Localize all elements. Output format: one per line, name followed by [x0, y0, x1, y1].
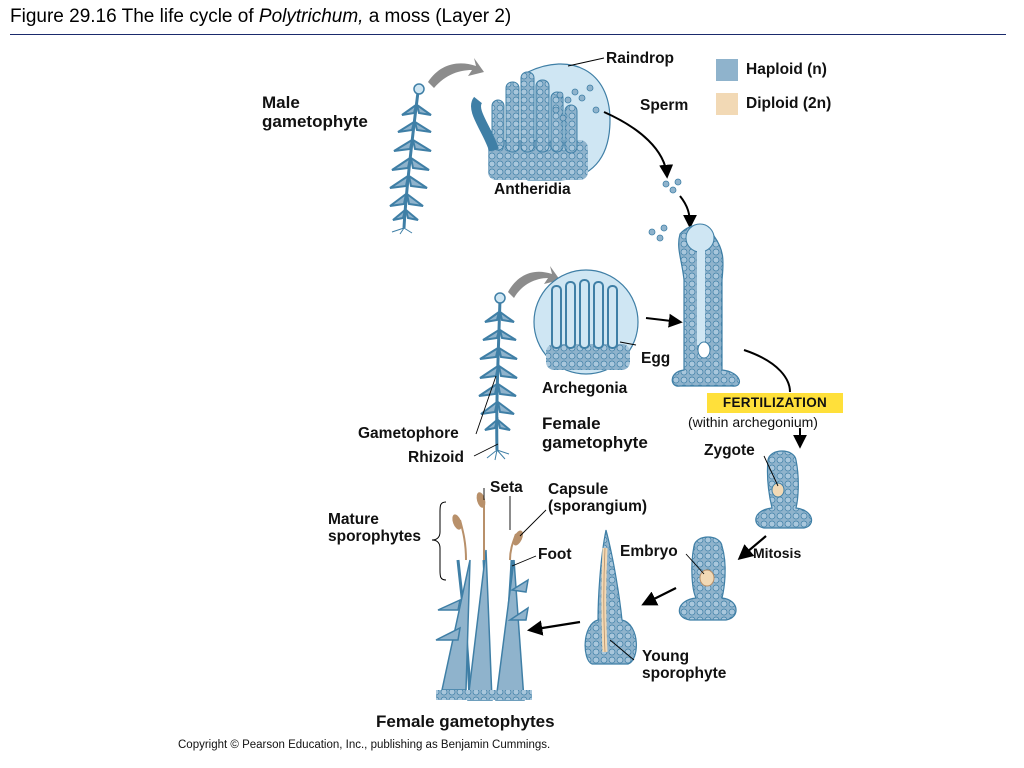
male-gametophyte-plant [389, 83, 432, 235]
antheridia-illustration [471, 63, 611, 181]
mature-sporophytes-brace [431, 501, 447, 581]
arrow-fertilization-curve [743, 349, 791, 393]
embryo-illustration [678, 536, 737, 621]
label-male-gametophyte: Male gametophyte [262, 93, 368, 132]
label-zygote: Zygote [704, 442, 755, 459]
female-gametophytes-plants [435, 549, 532, 701]
sperm-dots [648, 178, 682, 242]
figure-title: Figure 29.16 The life cycle of Polytrich… [10, 6, 511, 28]
leader-lines [473, 57, 779, 661]
copyright-notice: Copyright © Pearson Education, Inc., pub… [178, 739, 551, 751]
zygote-illustration [755, 450, 813, 529]
label-mitosis: Mitosis [753, 545, 802, 561]
label-young-sporophyte: Young sporophyte [642, 648, 727, 683]
figure-title-suffix: a moss (Layer 2) [363, 6, 512, 27]
label-within-archegonium: (within archegonium) [688, 414, 818, 430]
legend-diploid-label: Diploid (2n) [746, 95, 832, 112]
arrow-sperm-to-archegonium [603, 111, 674, 179]
archegonium-fertilization [671, 223, 740, 387]
label-raindrop: Raindrop [606, 50, 675, 67]
label-archegonia: Archegonia [542, 380, 628, 397]
label-rhizoid: Rhizoid [408, 449, 464, 466]
legend-diploid-swatch [716, 93, 738, 115]
label-antheridia: Antheridia [494, 181, 571, 198]
young-sporophyte-illustration [584, 529, 637, 665]
figure-title-italic: Polytrichum, [258, 6, 364, 27]
legend-haploid-label: Haploid (n) [746, 61, 827, 78]
label-female-gametophytes: Female gametophytes [376, 712, 555, 731]
figure-title-prefix: Figure 29.16 The life cycle of [10, 6, 259, 27]
legend-haploid-swatch [716, 59, 738, 81]
arrow-embryo-to-young [641, 587, 677, 606]
female-gametophyte-plant [478, 292, 518, 461]
archegonia-illustration [533, 269, 639, 375]
label-egg: Egg [641, 350, 671, 367]
label-female-gametophyte: Female gametophyte [542, 414, 648, 453]
label-capsule: Capsule (sporangium) [548, 481, 648, 516]
gray-arrow-male [428, 58, 484, 88]
label-fertilization: FERTILIZATION [707, 393, 843, 413]
label-sperm: Sperm [640, 97, 689, 114]
label-embryo: Embryo [620, 543, 678, 560]
label-mature-sporophytes: Mature sporophytes [328, 511, 422, 546]
label-gametophore: Gametophore [358, 425, 459, 442]
arrow-archegonia-to-fertilization [645, 313, 683, 328]
label-seta: Seta [490, 479, 523, 496]
arrow-sperm-down [679, 195, 697, 229]
arrow-mitosis [737, 535, 767, 560]
title-rule [10, 34, 1006, 35]
arrow-young-to-mature [526, 620, 581, 636]
mature-sporophytes [452, 492, 523, 561]
label-foot: Foot [538, 546, 572, 563]
gray-arrow-female [508, 266, 560, 298]
